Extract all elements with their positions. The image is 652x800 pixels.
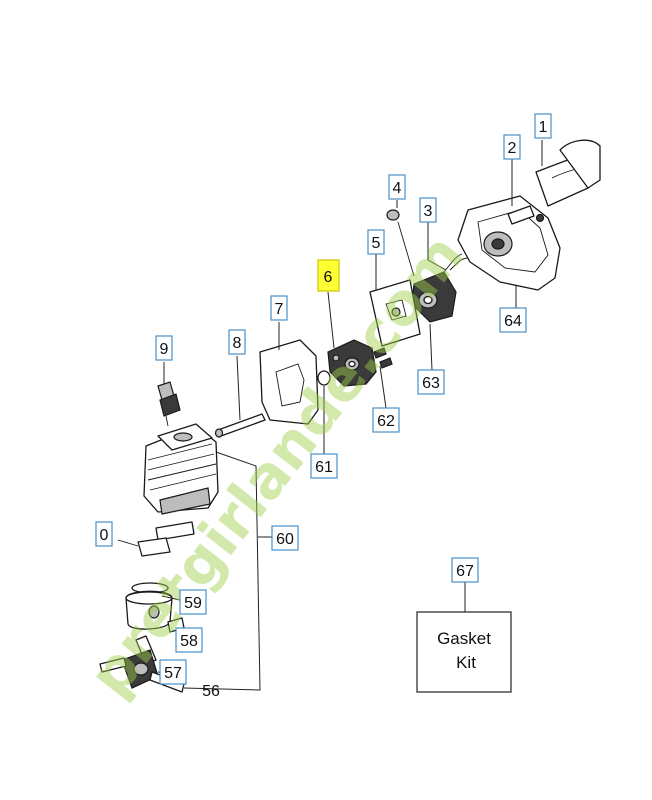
callout-7[interactable]: 7 [270,295,288,321]
callout-2[interactable]: 2 [503,134,521,160]
part-base-gaskets [117,521,195,557]
svg-text:4: 4 [393,180,402,197]
callout-61[interactable]: 61 [310,453,338,479]
callout-10[interactable]: 0 [95,521,113,547]
callout-8[interactable]: 8 [228,329,246,355]
svg-text:61: 61 [315,459,333,476]
callout-58[interactable]: 58 [175,627,203,653]
part-spark-plug [157,381,181,427]
svg-text:59: 59 [184,595,202,612]
svg-text:67: 67 [456,563,474,580]
svg-text:56: 56 [202,683,220,700]
callout-3[interactable]: 3 [419,197,437,223]
callout-56: 56 [202,683,220,700]
callout-62[interactable]: 62 [372,407,400,433]
svg-text:5: 5 [372,235,381,252]
svg-text:58: 58 [180,633,198,650]
svg-text:1: 1 [539,119,548,136]
svg-text:57: 57 [164,665,182,682]
part-screws [373,347,393,369]
part-gasket-plate [369,279,421,347]
part-cylinder [143,423,219,515]
svg-text:62: 62 [377,413,395,430]
svg-text:2: 2 [508,140,517,157]
callout-6[interactable]: 6 [317,259,340,292]
callout-64[interactable]: 64 [499,307,527,333]
callout-4[interactable]: 4 [388,174,406,200]
callout-57[interactable]: 57 [159,659,187,685]
svg-text:64: 64 [504,313,522,330]
part-intake-manifold [327,339,377,387]
svg-text:6: 6 [324,269,333,286]
callout-67[interactable]: 67 [451,557,479,583]
callout-1[interactable]: 1 [534,113,552,139]
svg-text:8: 8 [233,335,242,352]
leader-lines [157,140,543,675]
callout-60[interactable]: 60 [271,525,299,551]
part-plug [386,209,415,277]
svg-text:3: 3 [424,203,433,220]
callout-63[interactable]: 63 [417,369,445,395]
part-o-ring [317,370,331,386]
callout-59[interactable]: 59 [179,589,207,615]
svg-text:9: 9 [160,341,169,358]
gasket-group-bracket [183,451,261,691]
part-tube [535,139,601,223]
svg-text:60: 60 [276,531,294,548]
part-housing [457,195,561,291]
svg-text:7: 7 [275,301,284,318]
kit-line-1: Gasket [437,629,491,648]
svg-text:63: 63 [422,375,440,392]
gasket-kit-box[interactable]: Gasket Kit [416,611,512,693]
part-insulator [259,339,319,425]
kit-line-2: Kit [456,653,476,672]
part-carburetor [411,253,469,323]
callout-9[interactable]: 9 [155,335,173,361]
svg-text:0: 0 [100,527,109,544]
callout-5[interactable]: 5 [367,229,385,255]
part-bolt [214,413,266,438]
